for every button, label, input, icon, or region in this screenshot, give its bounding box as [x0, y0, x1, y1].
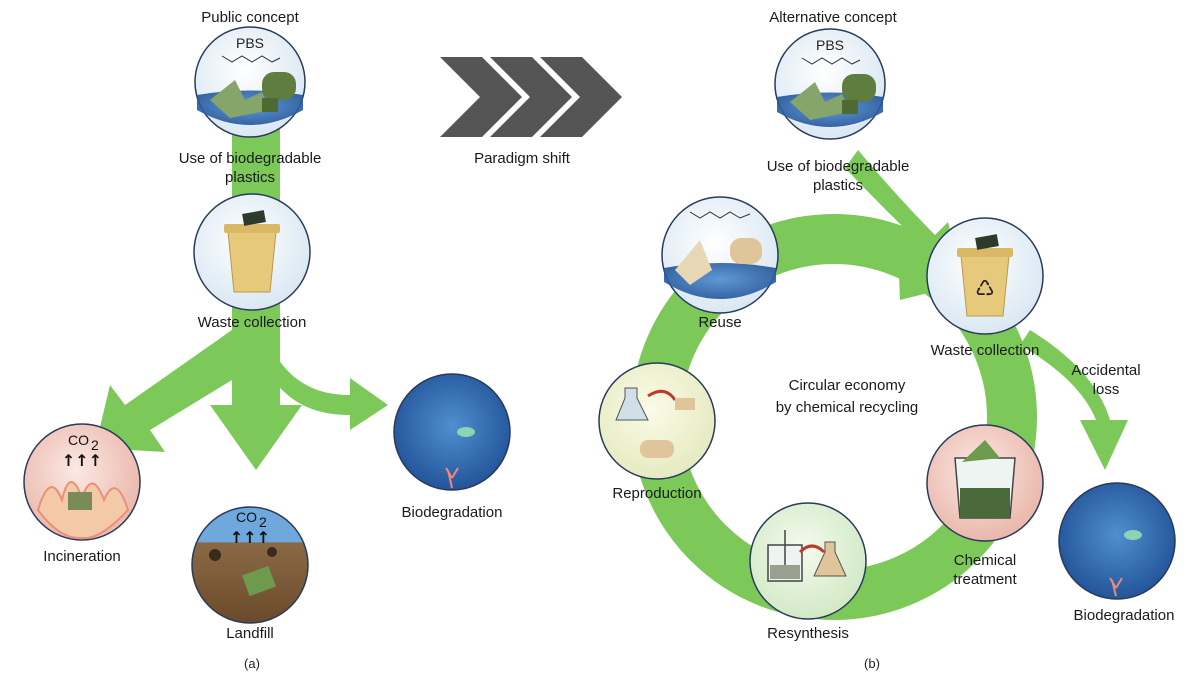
waste-collection-node-a — [193, 193, 311, 311]
waste-collection-label-a: Waste collection — [198, 314, 307, 331]
waste-collection-label-b: Waste collection — [931, 342, 1040, 359]
flow-arrow-incineration-body — [118, 330, 260, 440]
pbs-label-a: PBS — [236, 35, 264, 51]
panel-a: Public concept PBS Use of biodegradable … — [23, 9, 511, 671]
paradigm-shift-label: Paradigm shift — [474, 150, 571, 167]
biodegradation-label-a: Biodegradation — [402, 504, 503, 521]
trash-bin-icon — [227, 231, 277, 293]
paradigm-shift: Paradigm shift — [440, 57, 622, 167]
chemical-treatment-label-2: treatment — [953, 571, 1017, 588]
resynthesis-label: Resynthesis — [767, 625, 849, 642]
use-biodegradable-label-b-1: Use of biodegradable — [767, 158, 910, 175]
use-biodegradable-label-b-2: plastics — [813, 177, 863, 194]
biodegradation-label-b: Biodegradation — [1074, 607, 1175, 624]
chemical-treatment-node — [926, 424, 1044, 542]
polymer-chain-icon-b — [801, 57, 861, 65]
panel-a-caption: (a) — [244, 656, 260, 671]
up-arrows-icon-landfill: ↑↑↑ — [230, 528, 270, 547]
chevron-1 — [440, 57, 522, 137]
co2-label-landfill: CO — [236, 509, 257, 525]
co2-subscript-landfill: 2 — [259, 514, 267, 530]
plastic-items-icon — [210, 80, 270, 118]
flask-icon — [615, 387, 649, 421]
co2-subscript-incineration: 2 — [91, 437, 99, 453]
reuse-label: Reuse — [698, 314, 741, 331]
fire-icon — [36, 481, 130, 540]
incineration-label: Incineration — [43, 548, 121, 565]
chemical-treatment-label-1: Chemical — [954, 552, 1017, 569]
pbs-label-b: PBS — [816, 37, 844, 53]
landfill-label: Landfill — [226, 625, 274, 642]
reuse-node — [661, 196, 779, 314]
fish-icon — [457, 427, 475, 437]
red-arrow-icon — [647, 389, 677, 401]
red-arrow-icon-resynthesis — [798, 544, 826, 554]
co2-label-incineration: CO — [68, 432, 89, 448]
panel-a-title: Public concept — [201, 9, 299, 26]
flask-icon-resynthesis — [813, 541, 847, 577]
chevron-3 — [540, 57, 622, 137]
accidental-loss-label-1: Accidental — [1071, 362, 1140, 379]
reused-items-icon — [675, 240, 712, 285]
circular-economy-label-1: Circular economy — [789, 377, 906, 394]
fish-icon-b — [1124, 530, 1142, 540]
recycle-symbol-icon: ♺ — [975, 277, 995, 302]
flow-arrow-biodegradation — [258, 345, 388, 430]
biodegradation-node-b — [1058, 482, 1176, 600]
use-biodegradable-node-b: PBS — [774, 28, 886, 140]
landfill-node: CO 2 ↑↑↑ — [191, 506, 309, 624]
resynthesis-node — [749, 502, 867, 620]
waste-collection-node-b: ♺ — [926, 217, 1044, 335]
reproduction-label: Reproduction — [612, 485, 701, 502]
flow-arrow-to-waste-b — [845, 150, 960, 270]
biodegradation-node-a — [393, 373, 511, 491]
reproduction-node — [598, 362, 716, 480]
flow-arrow-accidental-loss — [1020, 330, 1128, 470]
incineration-node: CO 2 ↑↑↑ — [23, 423, 141, 541]
plastic-waste-icon — [242, 565, 276, 597]
chevron-2 — [490, 57, 572, 137]
use-biodegradable-label-a-1: Use of biodegradable — [179, 150, 322, 167]
accidental-loss-label-2: loss — [1093, 381, 1120, 398]
use-biodegradable-node-a: PBS — [194, 26, 306, 138]
plastic-items-icon-b — [790, 82, 850, 120]
panel-b-caption: (b) — [864, 656, 880, 671]
panel-b-title: Alternative concept — [769, 9, 897, 26]
up-arrows-icon-incineration: ↑↑↑ — [62, 451, 102, 470]
circular-economy-label-2: by chemical recycling — [776, 399, 919, 416]
polymer-chain-icon — [221, 55, 281, 63]
panel-b: Alternative concept PBS Use of biodegrad… — [598, 9, 1176, 671]
use-biodegradable-label-a-2: plastics — [225, 169, 275, 186]
